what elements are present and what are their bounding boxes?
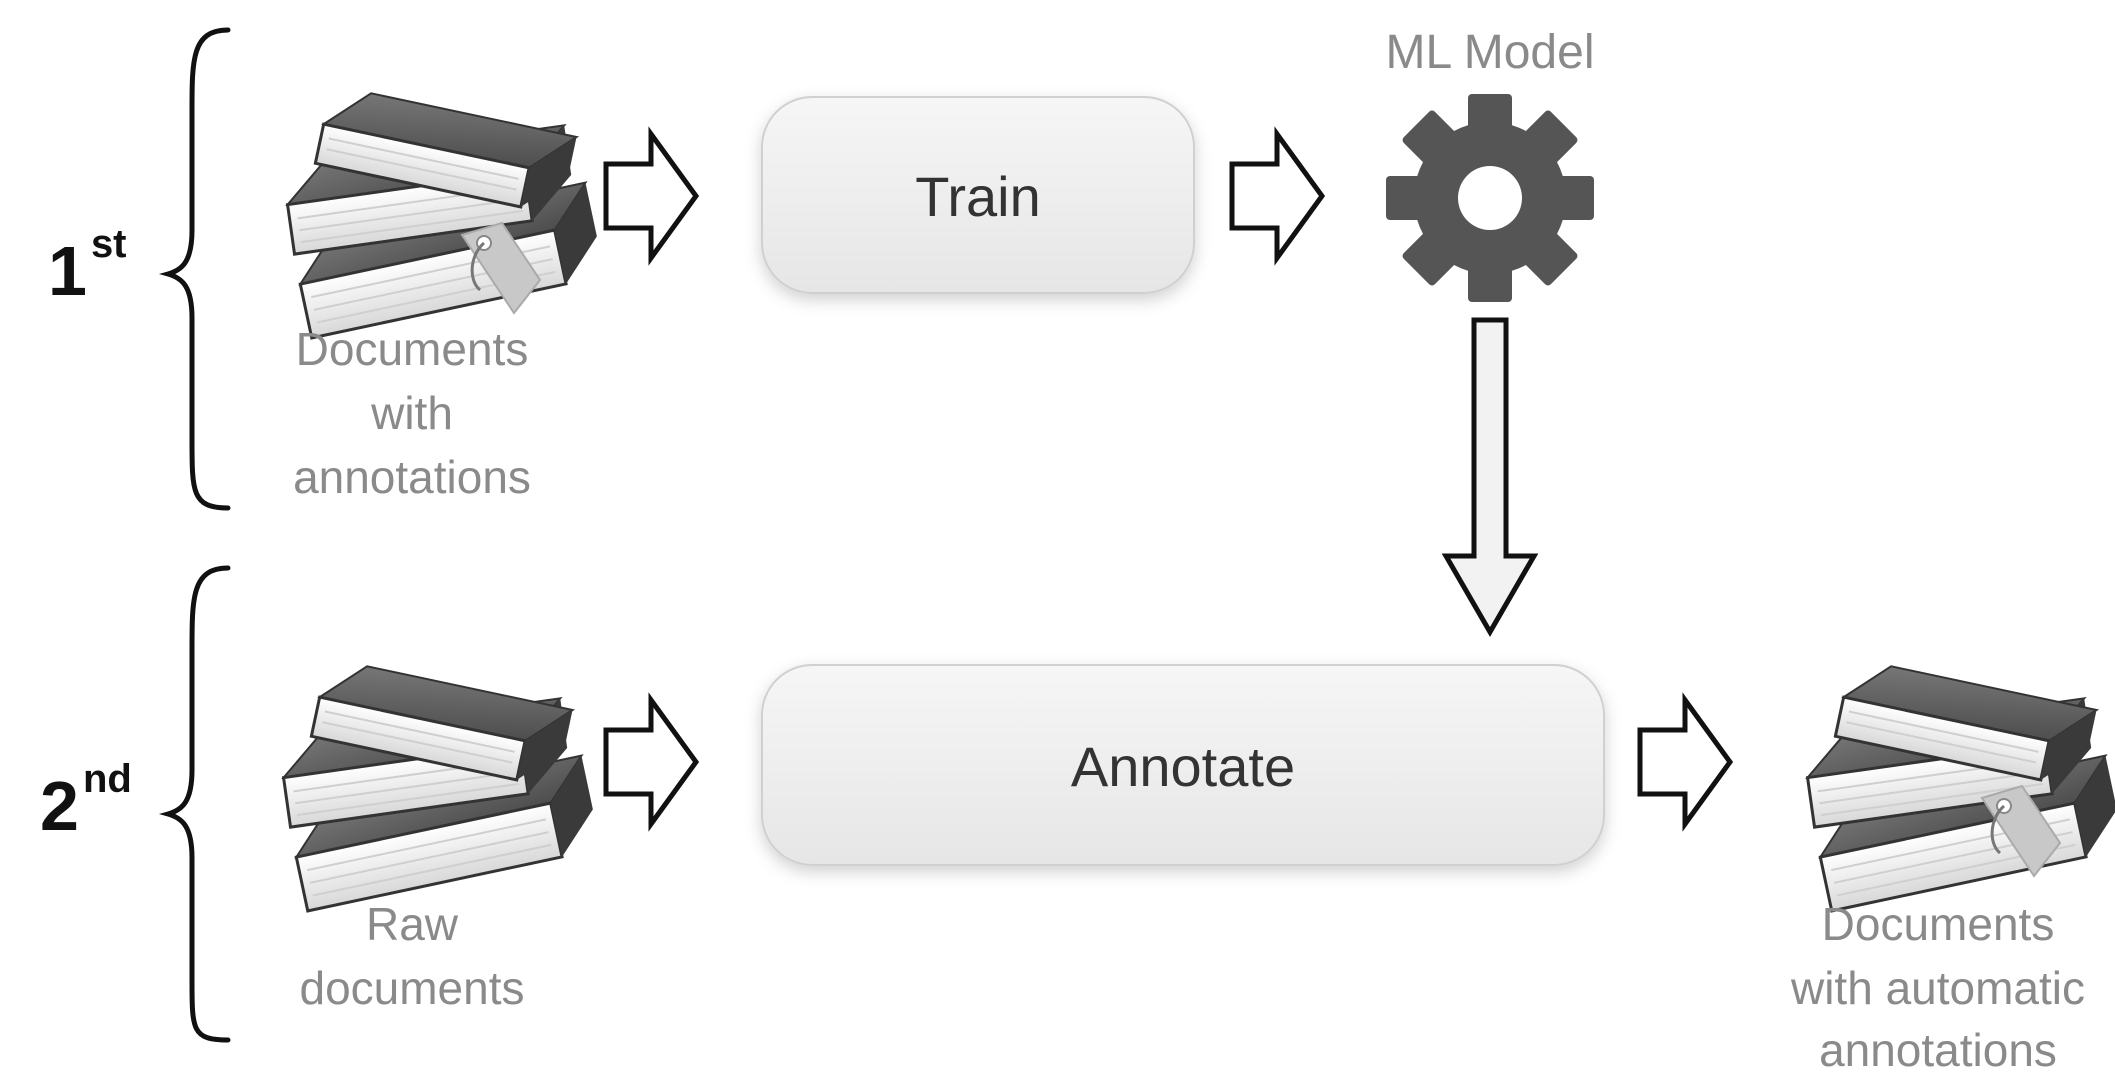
caption-raw-documents-line2: documents	[299, 962, 524, 1014]
caption-docs-with-annotations-line2: with	[370, 387, 453, 439]
book-stack-icon	[276, 656, 603, 913]
train-box	[761, 96, 1195, 294]
svg-text:2nd: 2nd	[40, 757, 132, 845]
stage-second-brace	[158, 565, 231, 1043]
gear-icon	[1386, 94, 1594, 302]
ml-model-label: ML Model	[1386, 26, 1595, 79]
book-stack-tag-icon	[1800, 656, 2115, 913]
train-label: Train	[915, 165, 1041, 228]
caption-docs-auto-annotations-line1: Documents	[1822, 898, 2055, 950]
annotate-label: Annotate	[1071, 735, 1295, 798]
book-stack-tag-icon	[280, 83, 607, 340]
arrow-train-to-model	[1232, 134, 1322, 258]
annotate-box	[761, 664, 1605, 866]
caption-docs-auto-annotations-line2: with automatic	[1790, 962, 2085, 1014]
caption-docs-with-annotations-line3: annotations	[293, 451, 531, 503]
caption-docs-auto-annotations-line3: annotations	[1819, 1024, 2057, 1075]
stage-first-brace	[158, 27, 231, 511]
caption-raw-documents-line1: Raw	[366, 898, 459, 950]
arrow-raw-to-annotate	[606, 700, 696, 824]
arrow-model-to-annotate	[1441, 317, 1539, 637]
arrow-annotate-to-output	[1640, 700, 1730, 824]
arrow-docs-to-train	[606, 134, 696, 258]
svg-text:1st: 1st	[48, 222, 127, 310]
caption-docs-with-annotations-line1: Documents	[296, 323, 529, 375]
